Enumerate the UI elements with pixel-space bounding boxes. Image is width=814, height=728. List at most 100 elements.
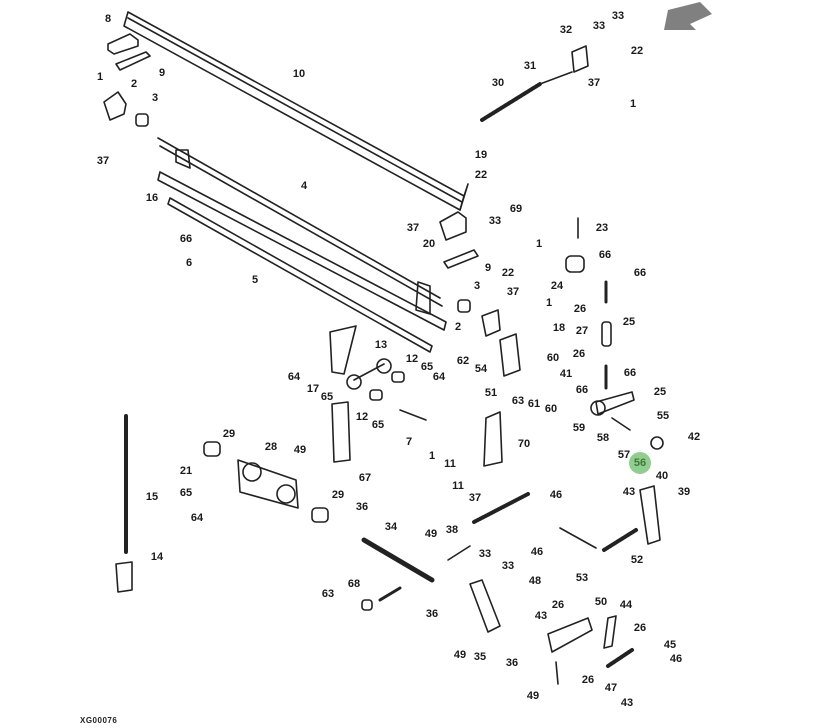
part-rod-31 — [539, 71, 573, 85]
callout-60: 60 — [544, 403, 558, 415]
callout-25: 25 — [622, 316, 636, 328]
callout-33: 33 — [501, 560, 515, 572]
callout-1: 1 — [428, 450, 436, 462]
part-spring-47 — [606, 648, 634, 668]
part-bracket-40 — [639, 485, 661, 545]
callout-16: 16 — [145, 192, 159, 204]
callout-6: 6 — [185, 257, 193, 269]
callout-12: 12 — [355, 411, 369, 423]
callout-22: 22 — [630, 45, 644, 57]
callout-13: 13 — [374, 339, 388, 351]
callout-8: 8 — [104, 13, 112, 25]
part-pivot-2 — [103, 91, 127, 121]
part-bolt-7 — [399, 409, 427, 421]
callout-31: 31 — [523, 60, 537, 72]
part-arm-59 — [595, 391, 635, 415]
callout-19: 19 — [474, 149, 488, 161]
callout-36: 36 — [425, 608, 439, 620]
callout-63: 63 — [511, 395, 525, 407]
callout-26: 26 — [551, 599, 565, 611]
callout-70: 70 — [517, 438, 531, 450]
callout-2: 2 — [130, 78, 138, 90]
callout-35: 35 — [473, 651, 487, 663]
callout-3: 3 — [151, 92, 159, 104]
part-spring-68 — [378, 586, 402, 602]
part-plate-51 — [499, 333, 521, 377]
callout-14: 14 — [150, 551, 164, 563]
callout-45: 45 — [663, 639, 677, 651]
callout-41: 41 — [559, 368, 573, 380]
part-hub-28a — [242, 462, 262, 482]
callout-24: 24 — [550, 280, 564, 292]
callout-56: 56 — [633, 457, 647, 469]
callout-61: 61 — [527, 398, 541, 410]
part-bracket-20 — [439, 211, 467, 241]
callout-20: 20 — [422, 238, 436, 250]
part-plate-9 — [115, 51, 151, 71]
part-bushing-3b — [457, 299, 471, 313]
callout-22: 22 — [501, 267, 515, 279]
callout-26: 26 — [573, 303, 587, 315]
part-bearing-56 — [650, 436, 664, 450]
part-plate-2b — [481, 309, 501, 337]
callout-7: 7 — [405, 436, 413, 448]
callout-63: 63 — [321, 588, 335, 600]
part-hub-28b — [276, 484, 296, 504]
callout-3: 3 — [473, 280, 481, 292]
part-strip-16 — [157, 171, 447, 331]
callout-66: 66 — [179, 233, 193, 245]
callout-9: 9 — [158, 67, 166, 79]
part-bracket-8 — [107, 33, 139, 55]
callout-37: 37 — [587, 77, 601, 89]
callout-26: 26 — [572, 348, 586, 360]
callout-33: 33 — [478, 548, 492, 560]
callout-28: 28 — [264, 441, 278, 453]
callout-23: 23 — [595, 222, 609, 234]
direction-arrow-icon — [664, 2, 712, 30]
callout-49: 49 — [453, 649, 467, 661]
part-pin-49 — [555, 661, 559, 685]
callout-11: 11 — [444, 458, 456, 470]
callout-50: 50 — [594, 596, 608, 608]
part-bushing-29b — [311, 507, 329, 523]
callout-10: 10 — [292, 68, 306, 80]
callout-43: 43 — [620, 697, 634, 709]
part-bushing-12a — [391, 371, 405, 383]
part-bushing-68 — [361, 599, 373, 611]
callout-26: 26 — [633, 622, 647, 634]
callout-22: 22 — [474, 169, 488, 181]
callout-46: 46 — [669, 653, 683, 665]
callout-64: 64 — [287, 371, 301, 383]
callout-46: 46 — [549, 489, 563, 501]
callout-9: 9 — [484, 262, 492, 274]
callout-53: 53 — [575, 572, 589, 584]
part-bolt-53 — [559, 527, 597, 549]
part-arm-17 — [329, 325, 357, 375]
callout-55: 55 — [656, 410, 670, 422]
callout-49: 49 — [424, 528, 438, 540]
highlighted-callout-56[interactable]: 56 — [629, 452, 651, 474]
callout-1: 1 — [545, 297, 553, 309]
callout-51: 51 — [484, 387, 498, 399]
callout-5: 5 — [251, 274, 259, 286]
part-bushing-12b — [369, 389, 383, 401]
callout-12: 12 — [405, 353, 419, 365]
part-frame-28 — [237, 459, 299, 509]
callout-65: 65 — [420, 361, 434, 373]
callout-59: 59 — [572, 422, 586, 434]
part-bracket-32 — [571, 45, 589, 73]
callout-39: 39 — [677, 486, 691, 498]
callout-40: 40 — [655, 470, 669, 482]
callout-33: 33 — [488, 215, 502, 227]
callout-67: 67 — [358, 472, 372, 484]
part-shaft-34 — [361, 537, 435, 583]
callout-2: 2 — [454, 321, 462, 333]
callout-49: 49 — [526, 690, 540, 702]
callout-1: 1 — [535, 238, 543, 250]
part-bracket-14 — [115, 561, 133, 593]
callout-30: 30 — [491, 77, 505, 89]
callout-54: 54 — [474, 363, 488, 375]
callout-25: 25 — [653, 386, 667, 398]
